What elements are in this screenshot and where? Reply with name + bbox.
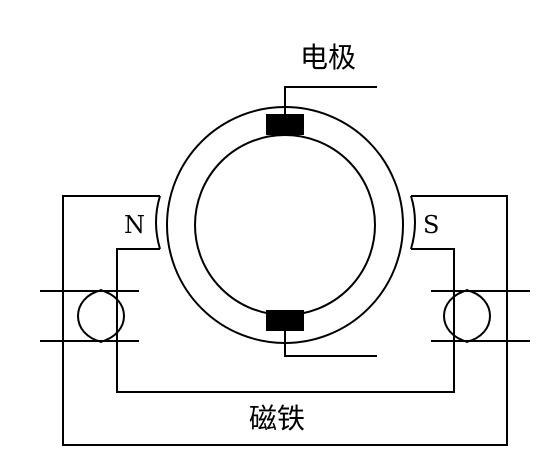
south-pole-face [410,195,416,250]
south-pole-label: S [423,211,439,239]
north-pole-label: N [124,211,145,239]
bottom-electrode [266,310,304,331]
bottom-electrode-lead [284,331,377,357]
pipe-inner-wall [194,134,376,316]
top-electrode [266,114,304,135]
pipe-outer-wall [166,106,404,344]
magnet-yoke [62,195,508,446]
right-coil [431,289,530,343]
magnet-label: 磁铁 [249,402,305,435]
electrode-label: 电极 [300,41,356,74]
north-pole-face [155,195,161,250]
left-coil [40,289,139,343]
top-electrode-lead [284,86,377,114]
